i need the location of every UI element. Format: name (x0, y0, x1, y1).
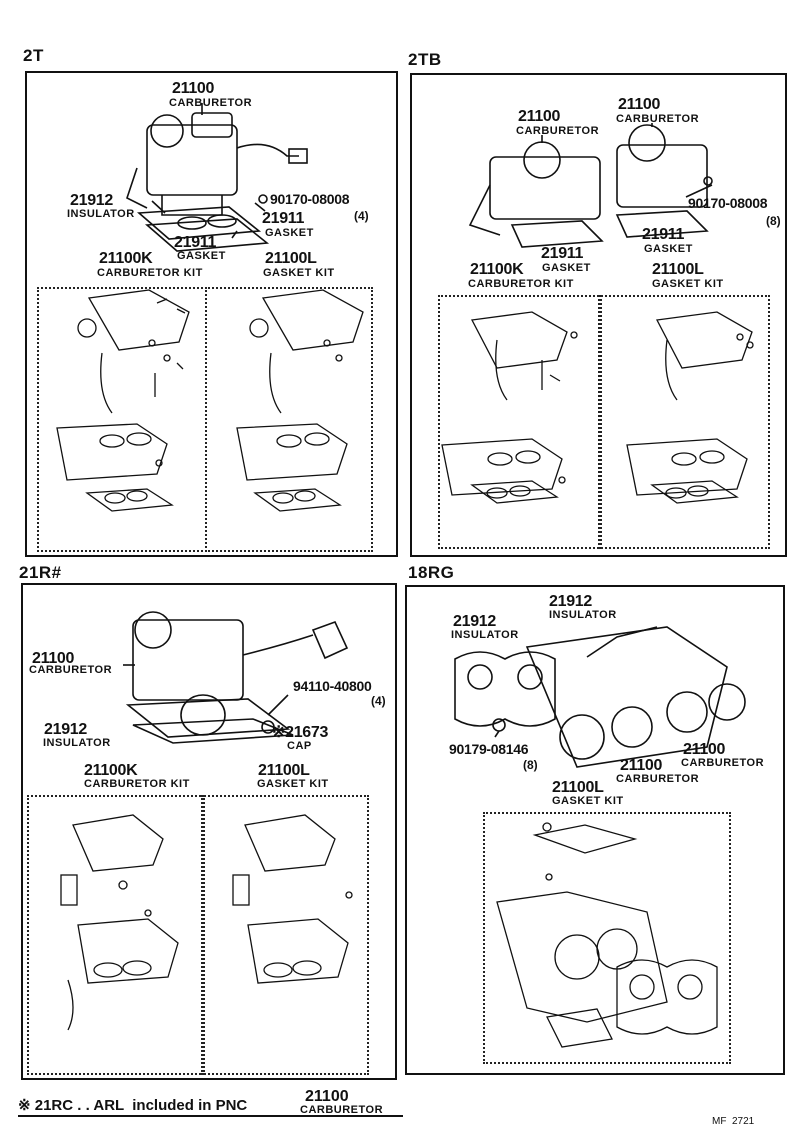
carburetor-part-number: 21100 (172, 80, 215, 97)
carburetor-kit-name: CARBURETOR KIT (468, 278, 574, 290)
bolt-part-number: 90170-08008 (688, 195, 768, 211)
panel-label-2tb: 2TB (408, 50, 442, 69)
gasket-kit-part-number: 21100L (258, 762, 310, 779)
carburetor-kit-name: CARBURETOR KIT (84, 778, 190, 790)
carburetor-left-name: CARBURETOR (616, 773, 700, 785)
carburetor-18rg-illustration (454, 626, 746, 1048)
gasket-left-part-number: 21911 (541, 245, 584, 262)
gasket-kit-box (205, 287, 373, 552)
bolt-part-number: 90179-08146 (449, 741, 529, 757)
bolt-quantity: (8) (766, 214, 781, 228)
gasket-kit-box (483, 812, 731, 1064)
gasket-kit-box (598, 295, 770, 549)
cap-name: CAP (287, 740, 312, 752)
panel-2t: 21100 CARBURETOR 21912 INSULATOR 90170-0… (25, 71, 398, 557)
carburetor-2tb-illustration (441, 123, 754, 504)
gasket-kit-name: GASKET KIT (257, 778, 329, 790)
carburetor-right-name: CARBURETOR (616, 113, 700, 125)
gasket-kit-part-number: 21100L (265, 250, 317, 267)
insulator-right-part-number: 21912 (549, 593, 592, 610)
bolt-quantity: (4) (354, 209, 369, 223)
gasket-kit-box (201, 795, 369, 1075)
nut-part-number: 94110-40800 (293, 678, 372, 694)
footer-pnc-part-number: 21100 (305, 1088, 349, 1105)
gasket-lower-part-number: 21911 (174, 234, 217, 251)
carburetor-21r-illustration (60, 611, 353, 1031)
footer-pnc-name: CARBURETOR (300, 1104, 384, 1116)
cap-part-number: ※21673 (272, 724, 329, 741)
gasket-kit-part-number: 21100L (552, 779, 604, 796)
gasket-kit-name: GASKET KIT (263, 267, 335, 279)
carburetor-kit-box (27, 795, 205, 1075)
panel-label-2t: 2T (23, 46, 44, 65)
gasket-right-name: GASKET (644, 243, 693, 255)
panel-2tb: 21100 CARBURETOR 21100 CARBURETOR 90170-… (410, 73, 787, 557)
panel-label-18rg: 18RG (408, 563, 455, 582)
carburetor-left-name: CARBURETOR (516, 125, 600, 137)
carburetor-right-part-number: 21100 (618, 96, 661, 113)
insulator-left-name: INSULATOR (451, 629, 519, 641)
bolt-quantity: (8) (523, 758, 538, 772)
insulator-name: INSULATOR (43, 737, 111, 749)
carburetor-2t-illustration (56, 103, 364, 512)
insulator-right-name: INSULATOR (549, 609, 617, 621)
carburetor-kit-name: CARBURETOR KIT (97, 267, 203, 279)
gasket-right-part-number: 21911 (642, 226, 685, 243)
gasket-kit-name: GASKET KIT (652, 278, 724, 290)
carburetor-kit-box (37, 287, 207, 552)
insulator-part-number: 21912 (44, 721, 87, 738)
carburetor-kit-part-number: 21100K (84, 762, 138, 779)
footer-note: ※ 21RC . . ARL included in PNC (18, 1097, 248, 1114)
carburetor-left-part-number: 21100 (518, 108, 561, 125)
insulator-name: INSULATOR (67, 208, 135, 220)
gasket-upper-name: GASKET (265, 227, 314, 239)
carburetor-name: CARBURETOR (29, 664, 113, 676)
panel-label-21r: 21R# (19, 563, 62, 582)
gasket-kit-part-number: 21100L (652, 261, 704, 278)
carburetor-kit-part-number: 21100K (99, 250, 153, 267)
carburetor-right-part-number: 21100 (683, 741, 726, 758)
insulator-left-part-number: 21912 (453, 613, 496, 630)
carburetor-name: CARBURETOR (169, 97, 253, 109)
gasket-left-name: GASKET (542, 262, 591, 274)
carburetor-left-part-number: 21100 (620, 757, 663, 774)
panel-18rg: 21912 INSULATOR 21912 INSULATOR 90179-08… (405, 585, 785, 1075)
panel-21r: 21100 CARBURETOR 94110-40800 (4) 21912 I… (21, 583, 397, 1080)
bolt-part-number: 90170-08008 (270, 191, 350, 207)
carburetor-right-name: CARBURETOR (681, 757, 765, 769)
carburetor-part-number: 21100 (32, 650, 75, 667)
gasket-lower-name: GASKET (177, 250, 226, 262)
footer-underline (18, 1115, 403, 1117)
carburetor-kit-part-number: 21100K (470, 261, 524, 278)
nut-quantity: (4) (371, 694, 386, 708)
gasket-upper-part-number: 21911 (262, 210, 305, 227)
carburetor-kit-box (438, 295, 602, 549)
insulator-part-number: 21912 (70, 192, 113, 209)
gasket-kit-name: GASKET KIT (552, 795, 624, 807)
footer-code: MF 2721 (712, 1116, 755, 1127)
